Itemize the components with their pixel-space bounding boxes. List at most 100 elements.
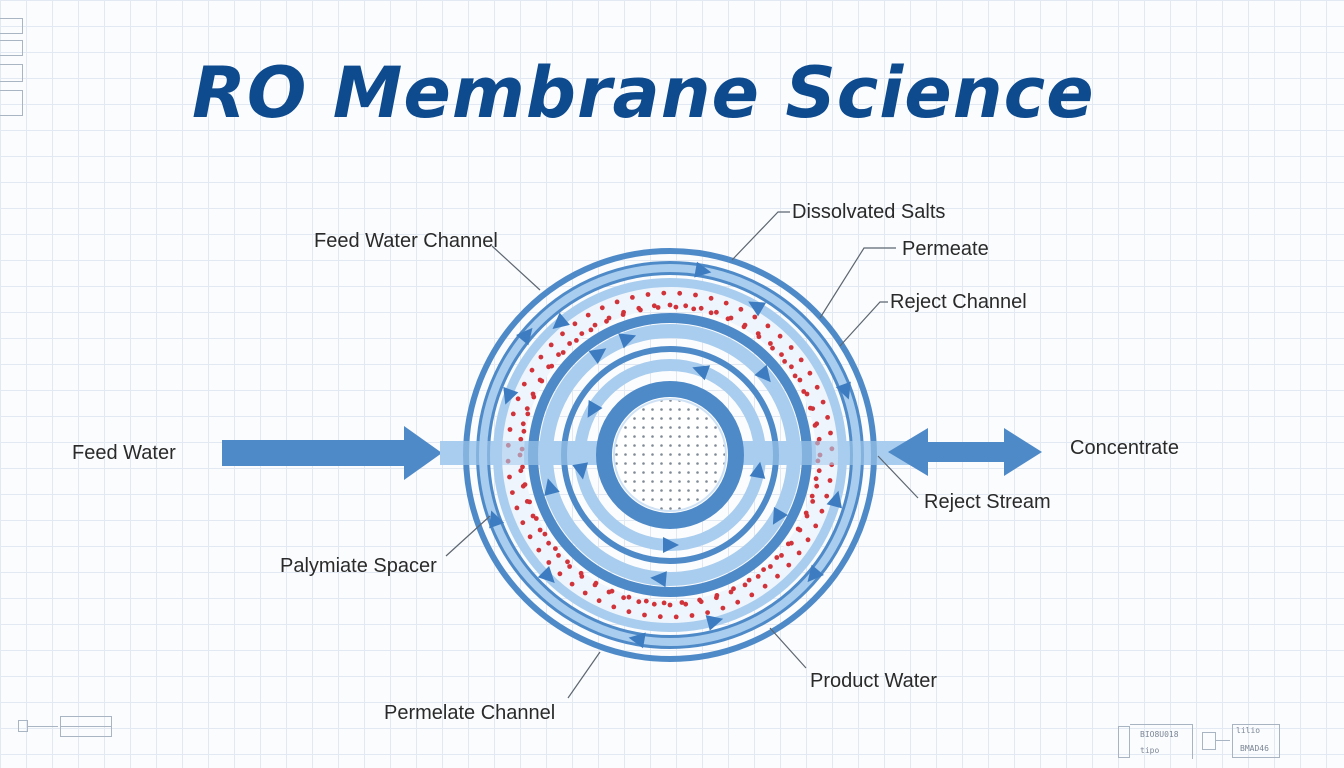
salt-dot bbox=[661, 290, 667, 296]
salt-dot bbox=[792, 373, 798, 379]
salt-dot bbox=[782, 359, 787, 364]
salt-dot bbox=[529, 367, 535, 373]
salt-dot bbox=[510, 490, 515, 495]
salt-dot bbox=[824, 493, 830, 499]
salt-dot bbox=[812, 423, 818, 428]
flow-arrowhead bbox=[516, 327, 533, 346]
dissolved-salt-particles bbox=[505, 290, 835, 620]
salt-dot bbox=[825, 415, 830, 420]
salt-dot bbox=[643, 598, 649, 604]
salt-dot bbox=[810, 499, 816, 504]
salt-dot bbox=[814, 483, 820, 489]
salt-dot bbox=[533, 516, 539, 521]
salt-dot bbox=[813, 523, 819, 529]
label-permelate-channel: Permelate Channel bbox=[384, 702, 555, 724]
flow-arrowhead bbox=[587, 399, 603, 418]
product-tube-glare bbox=[613, 398, 727, 512]
label-permeate: Permeate bbox=[902, 238, 989, 260]
salt-dot bbox=[538, 354, 544, 360]
flow-arrowhead bbox=[503, 386, 519, 405]
flow-arrowhead bbox=[663, 537, 679, 553]
salt-dot bbox=[761, 567, 766, 572]
salt-dot bbox=[525, 411, 531, 417]
salt-dot bbox=[614, 299, 620, 305]
flow-arrowhead bbox=[618, 333, 637, 349]
salt-dot bbox=[816, 468, 822, 474]
salt-dot bbox=[531, 394, 537, 400]
salt-dot bbox=[720, 605, 726, 611]
salt-dot bbox=[651, 601, 657, 607]
salt-dot bbox=[756, 334, 762, 340]
flow-arrowhead bbox=[749, 461, 766, 479]
salt-dot bbox=[816, 436, 822, 442]
salt-dot bbox=[809, 493, 815, 499]
salt-dot bbox=[667, 602, 673, 608]
concentrate-double-arrow bbox=[888, 428, 1042, 476]
feed-water-arrow bbox=[222, 426, 442, 480]
salt-dot bbox=[673, 304, 679, 310]
salt-dot bbox=[655, 305, 661, 310]
salt-dot bbox=[828, 430, 833, 436]
salt-dot bbox=[657, 614, 663, 620]
salt-dot bbox=[574, 338, 579, 343]
salt-dot bbox=[522, 482, 528, 487]
salt-dot bbox=[797, 377, 803, 383]
flow-arrowhead bbox=[588, 348, 607, 364]
salt-dot bbox=[755, 574, 761, 579]
salt-dot bbox=[741, 324, 747, 330]
salt-dot bbox=[621, 595, 626, 601]
salt-dot bbox=[827, 478, 833, 483]
salt-dot bbox=[549, 363, 555, 369]
salt-dot bbox=[779, 553, 784, 558]
flow-arrowhead bbox=[552, 312, 570, 329]
salt-dot bbox=[514, 505, 520, 511]
salt-dot bbox=[746, 577, 752, 583]
salt-dot bbox=[689, 613, 695, 618]
salt-dot bbox=[651, 303, 657, 309]
salt-dot bbox=[604, 318, 609, 324]
flow-arrowhead bbox=[544, 478, 560, 496]
salt-dot bbox=[714, 593, 720, 598]
salt-dot bbox=[697, 597, 702, 603]
flow-arrowhead bbox=[826, 490, 843, 509]
salt-dot bbox=[677, 290, 683, 296]
salt-dot bbox=[626, 609, 632, 615]
salt-dot bbox=[596, 598, 602, 604]
salt-dot bbox=[507, 474, 512, 480]
salt-dot bbox=[807, 370, 813, 376]
salt-dot bbox=[738, 306, 744, 312]
product-tube-core bbox=[614, 399, 726, 511]
salt-dot bbox=[510, 411, 516, 417]
label-reject-stream: Reject Stream bbox=[924, 491, 1051, 513]
salt-dot bbox=[546, 560, 552, 565]
salt-dot bbox=[546, 540, 551, 546]
salt-dot bbox=[556, 352, 561, 357]
salt-dot bbox=[636, 599, 642, 605]
salt-dot bbox=[520, 464, 525, 470]
salt-dot bbox=[683, 601, 689, 607]
salt-dot bbox=[567, 341, 572, 346]
flow-arrowhead bbox=[489, 510, 505, 529]
salt-dot bbox=[683, 303, 689, 309]
horizontal-flow-overlay-right bbox=[746, 441, 910, 465]
salt-dot bbox=[777, 333, 783, 339]
salt-dot bbox=[708, 295, 714, 301]
salt-dot bbox=[693, 292, 698, 298]
salt-dot bbox=[661, 600, 667, 606]
salt-dot bbox=[556, 553, 561, 558]
horizontal-flow-overlay bbox=[440, 441, 594, 465]
label-concentrate: Concentrate bbox=[1070, 437, 1179, 459]
flow-arrowhead bbox=[705, 615, 724, 631]
salt-dot bbox=[588, 327, 594, 333]
salt-dot bbox=[578, 570, 584, 576]
salt-dot bbox=[731, 586, 736, 592]
ring-flow-arrows bbox=[489, 261, 851, 649]
stamp-left-code: BIO8U018 bbox=[1140, 730, 1179, 739]
salt-dot bbox=[560, 350, 566, 355]
salt-dot bbox=[752, 314, 758, 320]
salt-dot bbox=[585, 312, 591, 318]
salt-dot bbox=[527, 534, 533, 540]
salt-dot bbox=[539, 378, 545, 384]
salt-dot bbox=[813, 476, 819, 482]
flow-arrowhead bbox=[772, 506, 788, 525]
